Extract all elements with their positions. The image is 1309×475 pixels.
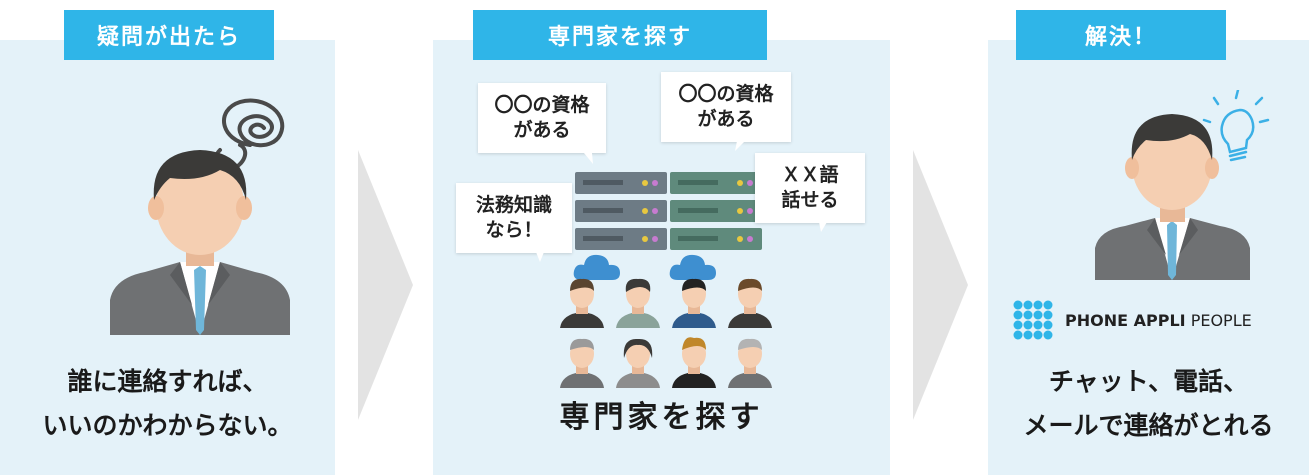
bubble-tail-icon: [532, 242, 548, 262]
arrow-right-icon: [358, 150, 413, 420]
bubble-line1: 〇〇の資格: [678, 83, 774, 105]
bubble-tail-icon: [817, 212, 833, 232]
speech-bubble-legal: 法務知識 なら！: [456, 183, 572, 253]
bubble-line1: 法務知識: [475, 194, 552, 216]
step-3-header: 解決！: [1016, 10, 1226, 60]
bubble-tail-icon: [575, 142, 593, 164]
step-1-caption: 誰に連絡すれば、 いいのかわからない。: [0, 360, 335, 448]
step-1-header: 疑問が出たら: [64, 10, 274, 60]
step-1-caption-line1: 誰に連絡すれば、: [67, 367, 268, 396]
step-3-caption: チャット、電話、 メールで連絡がとれる: [988, 360, 1309, 448]
bubble-line1: ＸＸ語: [781, 164, 839, 186]
step-3-caption-line2: メールで連絡がとれる: [1023, 411, 1274, 440]
logo-text-bold: PHONE APPLI: [1065, 310, 1186, 330]
server-rack-icon: [575, 172, 667, 250]
server-rack-icon: [670, 172, 762, 250]
bubble-tail-icon: [735, 131, 755, 151]
step-1-caption-line2: いいのかわからない。: [42, 411, 293, 440]
bubble-line2: なら！: [485, 219, 543, 241]
speech-bubble-qualification: 〇〇の資格 がある: [661, 72, 791, 142]
bubble-line2: がある: [513, 119, 571, 141]
arrow-right-icon: [913, 150, 968, 420]
cloud-icon: [669, 254, 716, 280]
step-3-caption-line1: チャット、電話、: [1048, 367, 1249, 396]
bubble-line2: がある: [697, 108, 755, 130]
cloud-icon: [573, 254, 620, 280]
phone-appli-people-logo: PHONE APPLI PEOPLE: [1013, 300, 1252, 340]
logo-text: PHONE APPLI PEOPLE: [1065, 311, 1252, 330]
happy-person-icon: [1095, 90, 1270, 280]
speech-bubble-qualification: 〇〇の資格 がある: [478, 83, 606, 153]
step-2-header: 専門家を探す: [473, 10, 767, 60]
speech-bubble-language: ＸＸ語 話せる: [755, 153, 865, 223]
bubble-line1: 〇〇の資格: [494, 94, 590, 116]
confused-person-icon: [110, 98, 290, 335]
logo-dots-icon: [1013, 300, 1053, 340]
bubble-line2: 話せる: [781, 189, 839, 211]
experts-group-icon: [560, 278, 772, 388]
step-2-caption: 専門家を探す: [559, 400, 764, 435]
logo-text-light: PEOPLE: [1190, 310, 1252, 330]
